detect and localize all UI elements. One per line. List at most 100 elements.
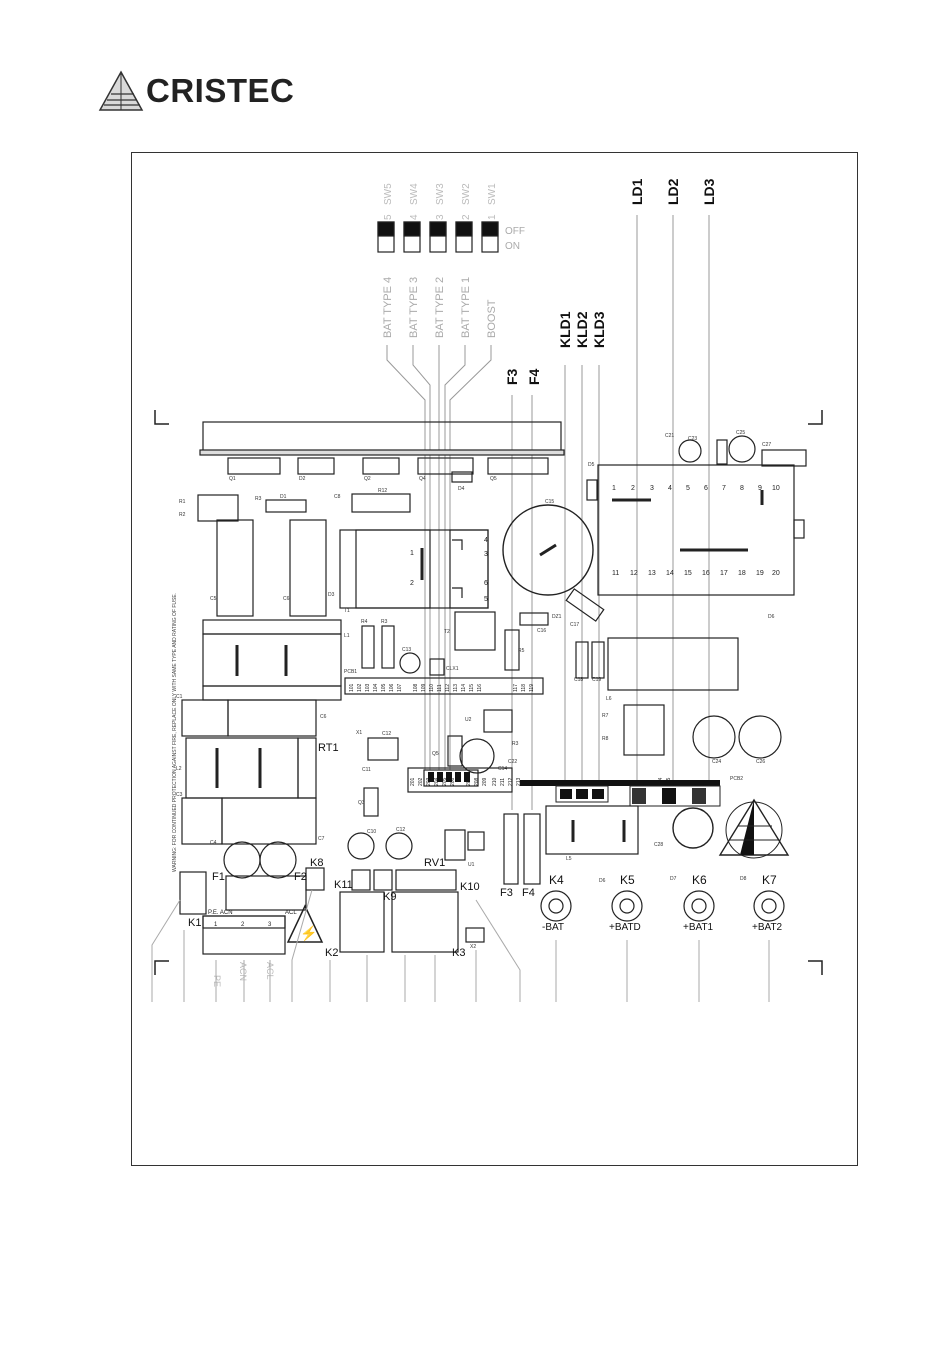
pcb2-led-bar [520,780,721,807]
cristec-logo: CRISTEC [98,70,298,116]
label-d8: D8 [740,876,747,882]
svg-text:115: 115 [469,684,475,692]
pyramid-logo-icon [98,70,144,111]
label-k1: K1 [188,917,201,929]
sw-number-label: SW5 [383,183,394,205]
ac-pin-2: 2 [241,922,245,928]
leader-lines [151,889,770,1002]
label-r1: R1 [179,499,186,505]
label-k8: K8 [310,857,323,869]
sw-position-label: 4 [409,214,420,220]
label-c18: C18 [574,677,583,683]
svg-text:101: 101 [349,683,355,692]
svg-text:3: 3 [650,485,654,492]
label-c4: C4 [210,840,217,846]
ac-pin-name-acn: ACN [238,962,248,981]
label-l1: L1 [344,633,350,639]
svg-text:112: 112 [445,684,451,692]
sw-position-label: 2 [461,214,472,220]
label-c5: C5 [210,596,217,602]
svg-text:19: 19 [756,570,764,577]
label-f1: F1 [212,871,225,883]
svg-text:206: 206 [450,777,456,786]
svg-text:107: 107 [397,683,403,692]
ac-pin-1: 1 [214,922,218,928]
right-module [586,464,805,756]
svg-text:211: 211 [500,778,506,786]
sw-position-label: 5 [383,214,394,220]
label-q2: Q2 [364,476,371,482]
led-label-ld2: LD2 [665,178,681,205]
svg-text:8: 8 [740,485,744,492]
label-c7: C7 [318,836,325,842]
dc-connector-k6: K6 [692,873,707,887]
fuse-label-f4-top: F4 [526,368,542,385]
label-c6b: C6 [320,714,327,720]
svg-text:7: 7 [722,485,726,492]
label-k2: K2 [325,947,338,959]
svg-text:1: 1 [612,485,616,492]
label-q5b: Q5 [432,751,439,757]
svg-text:117: 117 [513,684,519,692]
kled-label-kld1: KLD1 [557,311,573,348]
svg-text:114: 114 [461,684,467,692]
ac-pin-name-pe: PE [212,975,222,987]
kled-labels: KLD1 KLD2 KLD3 [557,311,607,348]
label-d4: D4 [458,486,465,492]
label-x2: X2 [470,944,476,950]
acl-text: ACL [285,910,297,916]
label-t2: T2 [444,629,450,635]
svg-text:210: 210 [492,777,498,786]
svg-text:103: 103 [365,683,371,692]
left-components [181,493,411,845]
svg-text:6: 6 [484,580,488,587]
label-c19: C19 [592,677,601,683]
label-u2: U2 [465,717,472,723]
label-r8: R8 [602,736,609,742]
label-k9: K9 [383,891,396,903]
label-l5: L5 [566,856,572,862]
board-logo-icon [718,798,790,859]
fuses-f3-f4 [503,805,639,885]
corner-marks [154,410,823,975]
led-label-ld3: LD3 [701,178,717,205]
svg-text:119: 119 [529,684,535,692]
label-c17: C17 [570,622,579,628]
label-dz1: DZ1 [552,614,562,620]
svg-text:20: 20 [772,570,780,577]
label-c21: C21 [665,433,674,439]
label-x1: X1 [356,730,362,736]
label-d5: D5 [588,462,595,468]
middle-components [344,611,544,943]
svg-text:2: 2 [631,485,635,492]
label-f4: F4 [522,887,535,899]
svg-text:5: 5 [484,596,488,603]
high-voltage-icon: ⚡ [300,925,317,942]
svg-text:111: 111 [437,684,443,692]
svg-text:109: 109 [421,683,427,692]
brand-name: CRISTEC [146,72,295,109]
label-q5: Q5 [490,476,497,482]
label-r4: R4 [361,619,368,625]
sw-position-label: 1 [487,214,498,220]
svg-text:12: 12 [630,570,638,577]
sw-function-label: BOOST [486,299,498,338]
svg-text:1: 1 [410,550,414,557]
label-rt1: RT1 [318,742,339,754]
label-c15: C15 [545,499,554,505]
label-l2: L2 [176,766,182,772]
label-d3: D3 [328,592,335,598]
dc-label-minus-bat: -BAT [542,922,564,933]
label-c8: C8 [334,494,341,500]
svg-text:4: 4 [484,537,488,544]
sw-function-label: BAT TYPE 2 [434,277,446,338]
svg-text:208: 208 [474,777,480,786]
dc-connector-k5: K5 [620,873,635,887]
label-r3b: R3 [381,619,388,625]
svg-text:16: 16 [702,570,710,577]
label-k11: K11 [334,879,353,891]
label-c23: C23 [688,436,697,442]
label-c3: C3 [176,792,183,798]
svg-text:15: 15 [684,570,692,577]
ac-section [179,841,325,955]
